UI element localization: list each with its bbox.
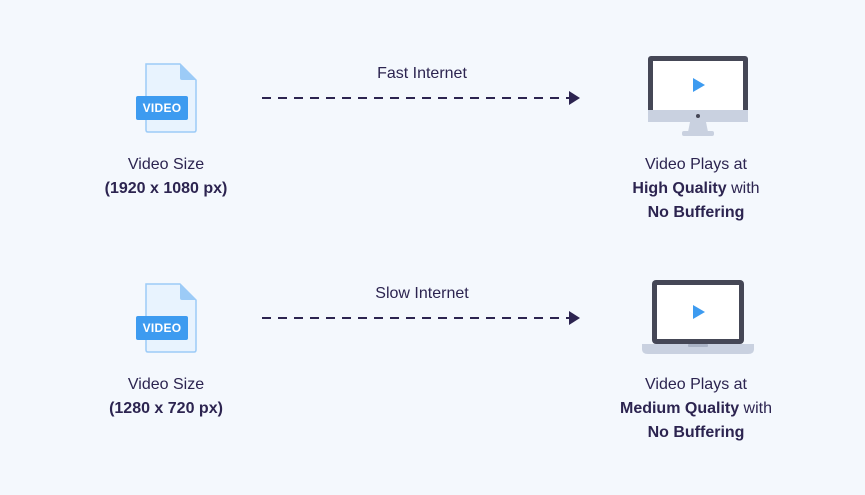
video-badge: VIDEO (136, 96, 188, 120)
result-quality: High Quality (632, 180, 727, 197)
dashed-arrow (262, 91, 580, 105)
result-label: Video Plays at High Quality with No Buff… (596, 153, 796, 225)
result-buffering: No Buffering (647, 424, 745, 441)
video-badge: VIDEO (136, 316, 188, 340)
laptop-icon (638, 272, 758, 364)
desktop-monitor-icon (638, 52, 758, 144)
source-resolution: (1280 x 720 px) (109, 400, 223, 417)
result-line-1: Video Plays at (645, 156, 747, 173)
result-label: Video Plays at Medium Quality with No Bu… (596, 373, 796, 445)
video-file-icon: VIDEO (134, 282, 200, 354)
video-file-icon: VIDEO (134, 62, 200, 134)
network-speed-label: Slow Internet (375, 285, 469, 302)
source-resolution: (1920 x 1080 px) (104, 180, 228, 197)
result-line-1: Video Plays at (645, 376, 747, 393)
source-size-label: Video Size (1280 x 720 px) (66, 373, 266, 421)
result-buffering: No Buffering (647, 204, 745, 221)
network-speed-label: Fast Internet (377, 65, 467, 82)
diagram-row-fast: VIDEO Video Size (1920 x 1080 px) Fast I… (0, 0, 865, 230)
result-with: with (726, 180, 760, 197)
diagram-row-slow: VIDEO Video Size (1280 x 720 px) Slow In… (0, 220, 865, 450)
result-quality: Medium Quality (619, 400, 740, 417)
result-line-2: High Quality with (596, 177, 796, 201)
result-with: with (739, 400, 773, 417)
source-size-title: Video Size (127, 376, 205, 393)
source-size-title: Video Size (127, 156, 205, 173)
source-size-label: Video Size (1920 x 1080 px) (66, 153, 266, 201)
result-line-2: Medium Quality with (596, 397, 796, 421)
dashed-arrow (262, 311, 580, 325)
